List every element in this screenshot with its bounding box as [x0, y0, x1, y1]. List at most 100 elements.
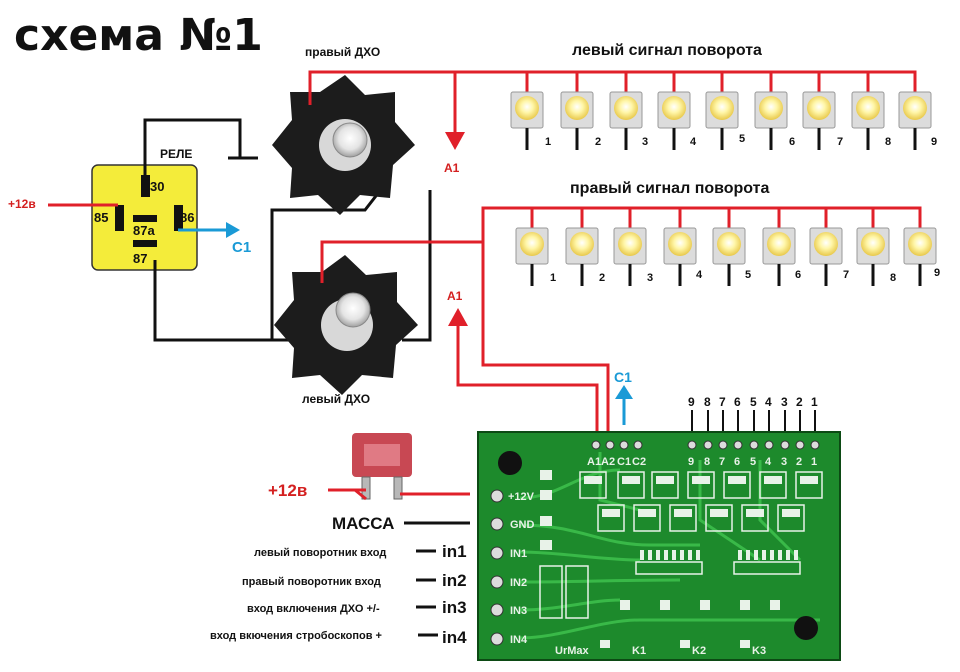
- board-pin-number: 4: [765, 456, 772, 468]
- board-label-in3: IN3: [510, 605, 527, 617]
- led-9: [903, 227, 937, 286]
- relay: РЕЛЕ 30 85 86 87a 87: [91, 147, 198, 271]
- board-pin-number: 8: [704, 456, 710, 468]
- relay-pin-86: 86: [180, 210, 194, 225]
- right-turn-numbers: 1 2 3 4 5 6 7 8 9: [550, 267, 940, 284]
- board-label-12v: +12V: [508, 491, 535, 503]
- board-pin-number: 1: [811, 456, 817, 468]
- led-8: [856, 227, 890, 286]
- input-in4: вход вкючения стробоскопов + in4: [210, 628, 467, 647]
- relay-pin-85: 85: [94, 210, 108, 225]
- header-number: 4: [765, 395, 772, 409]
- left-drl-label: левый ДХО: [302, 392, 370, 406]
- led-6: [754, 91, 788, 150]
- right-turn-number: 2: [599, 272, 605, 284]
- header-number: 3: [781, 395, 788, 409]
- c1-relay-label: C1: [232, 239, 251, 256]
- input-desc: левый поворотник вход: [254, 547, 386, 559]
- board-pin-number: 3: [781, 456, 787, 468]
- led-2: [565, 227, 599, 286]
- led-9: [898, 91, 932, 150]
- relay-label: РЕЛЕ: [160, 147, 192, 161]
- header-number: 1: [811, 395, 818, 409]
- board-pin-number: 6: [734, 456, 740, 468]
- board-pin-number: 9: [688, 456, 694, 468]
- led-8: [851, 91, 885, 150]
- led-4: [663, 227, 697, 286]
- input-name: in3: [442, 598, 467, 617]
- left-turn-number: 6: [789, 136, 795, 148]
- controller-board: A1 A2 C1 C2 9 8 7 6 5 4 3 2 1 +12V GND I…: [477, 431, 841, 661]
- right-turn-number: 9: [934, 267, 940, 279]
- board-label-a2: A2: [601, 456, 615, 468]
- header-number: 2: [796, 395, 803, 409]
- board-pin-numbers: 9 8 7 6 5 4 3 2 1: [688, 456, 817, 468]
- ground-label: МАССА: [332, 514, 394, 533]
- board-pin-number: 7: [719, 456, 725, 468]
- right-turn-number: 8: [890, 272, 896, 284]
- right-turn-number: 4: [696, 269, 703, 281]
- relay-pin-87: 87: [133, 251, 147, 266]
- left-turn-label: левый сигнал поворота: [572, 42, 762, 59]
- header-number: 5: [750, 395, 757, 409]
- input-in1: левый поворотник вход in1: [254, 542, 467, 561]
- right-turn-number: 3: [647, 272, 653, 284]
- right-turn-number: 1: [550, 272, 556, 284]
- right-drl-led: [272, 75, 415, 215]
- led-5: [712, 227, 746, 286]
- board-label-urmax: UrMax: [555, 645, 590, 657]
- board-label-k2: K2: [692, 645, 706, 657]
- right-turn-number: 7: [843, 269, 849, 281]
- board-plus12-label: +12в: [268, 481, 307, 500]
- a1-top-label: A1: [444, 161, 460, 175]
- left-turn-number: 4: [690, 136, 697, 148]
- right-drl-label: правый ДХО: [305, 45, 380, 59]
- board-label-k3: K3: [752, 645, 766, 657]
- a1-bottom-label: A1: [447, 289, 463, 303]
- left-turn-number: 3: [642, 136, 648, 148]
- board-label-in4: IN4: [510, 634, 528, 646]
- header-number: 9: [688, 395, 695, 409]
- diagram-title: схема №1: [14, 10, 263, 61]
- board-label-gnd: GND: [510, 519, 535, 531]
- led-3: [609, 91, 643, 150]
- header-number: 6: [734, 395, 741, 409]
- left-turn-leds: [510, 91, 932, 150]
- input-name: in4: [442, 628, 467, 647]
- board-label-k1: K1: [632, 645, 646, 657]
- header-numbers: 9 8 7 6 5 4 3 2 1: [688, 395, 818, 409]
- led-5: [705, 91, 739, 150]
- black-wires: [143, 118, 432, 342]
- input-in3: вход включения ДХО +/- in3: [247, 598, 467, 617]
- fuse: [352, 433, 412, 500]
- led-2: [560, 91, 594, 150]
- board-pin-number: 2: [796, 456, 802, 468]
- relay-pin-30: 30: [150, 179, 164, 194]
- input-desc: правый поворотник вход: [242, 576, 381, 588]
- board-label-c1: C1: [617, 456, 631, 468]
- left-turn-number: 9: [931, 136, 937, 148]
- left-turn-number: 7: [837, 136, 843, 148]
- led-6: [762, 227, 796, 286]
- board-label-c2: C2: [632, 456, 646, 468]
- board-pin-number: 5: [750, 456, 756, 468]
- led-3: [613, 227, 647, 286]
- input-desc: вход вкючения стробоскопов +: [210, 630, 382, 642]
- input-in2: правый поворотник вход in2: [242, 571, 467, 590]
- header-number: 7: [719, 395, 726, 409]
- left-turn-numbers: 1 2 3 4 5 6 7 8 9: [545, 133, 937, 148]
- board-label-in2: IN2: [510, 577, 527, 589]
- left-turn-number: 1: [545, 136, 551, 148]
- input-desc: вход включения ДХО +/-: [247, 603, 380, 615]
- left-turn-number: 2: [595, 136, 601, 148]
- left-turn-number: 8: [885, 136, 891, 148]
- right-turn-leds: [515, 227, 937, 286]
- header-number: 8: [704, 395, 711, 409]
- led-7: [802, 91, 836, 150]
- left-turn-bus: [308, 70, 917, 140]
- relay-pin-87a: 87a: [133, 223, 155, 238]
- led-1: [515, 227, 549, 286]
- right-turn-label: правый сигнал поворота: [570, 180, 770, 197]
- led-1: [510, 91, 544, 150]
